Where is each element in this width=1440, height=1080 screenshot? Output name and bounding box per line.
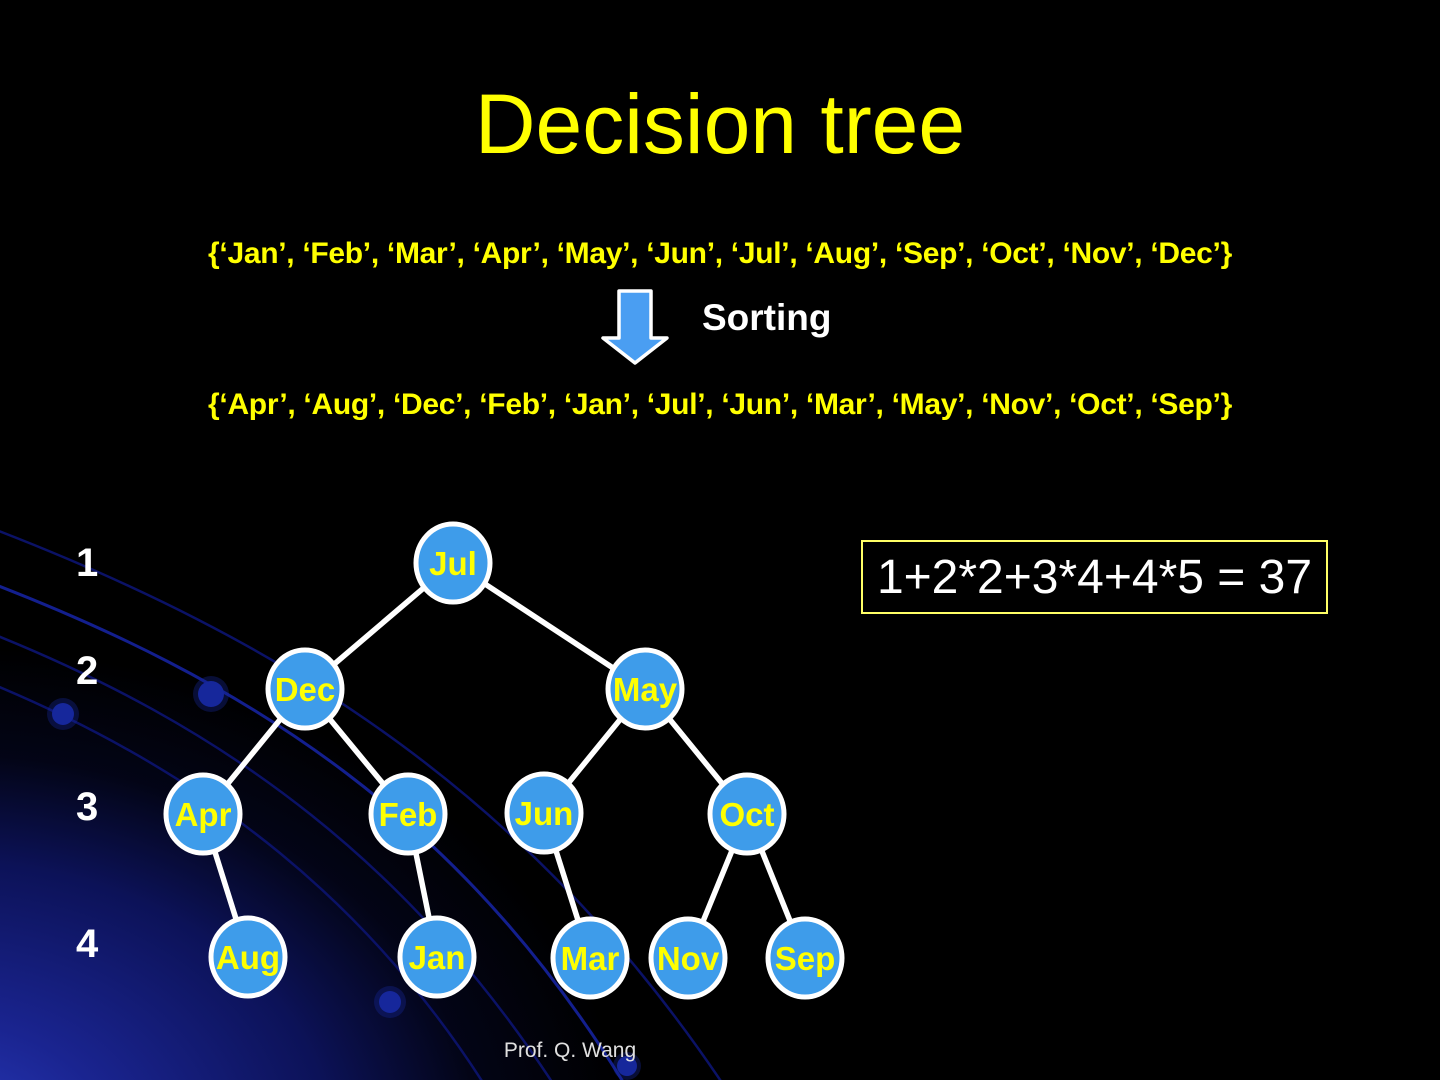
sorted-month-list: {‘Apr’, ‘Aug’, ‘Dec’, ‘Feb’, ‘Jan’, ‘Jul…	[208, 388, 1232, 421]
footer-author: Prof. Q. Wang	[503, 1039, 637, 1062]
tree-node-may: May	[605, 647, 685, 731]
tree-node-dec: Dec	[265, 647, 345, 731]
tree-node-jul: Jul	[413, 521, 493, 605]
tree-node-label: Jun	[515, 795, 574, 832]
tree-node-label: Mar	[561, 940, 620, 977]
tree-node-mar: Mar	[550, 916, 630, 1000]
tree-node-feb: Feb	[368, 772, 448, 856]
tree-node-label: Sep	[775, 940, 836, 977]
tree-node-label: Oct	[719, 796, 774, 833]
tree-node-label: Dec	[275, 671, 336, 708]
tree-node-label: Apr	[175, 796, 232, 833]
tree-node-label: Aug	[216, 939, 280, 976]
down-arrow-icon	[601, 289, 669, 365]
tree-node-label: Jan	[409, 939, 466, 976]
unsorted-month-list: {‘Jan’, ‘Feb’, ‘Mar’, ‘Apr’, ‘May’, ‘Jun…	[208, 237, 1232, 270]
down-arrow-shape	[601, 289, 669, 365]
tree-node-apr: Apr	[163, 772, 243, 856]
sorting-label: Sorting	[702, 297, 832, 338]
tree-node-aug: Aug	[208, 915, 288, 999]
tree-node-oct: Oct	[707, 772, 787, 856]
tree-node-jun: Jun	[504, 771, 584, 855]
tree-node-label: May	[613, 671, 678, 708]
comparison-formula: 1+2*2+3*4+4*5 = 37	[876, 550, 1313, 604]
level-label-1: 1	[76, 541, 99, 585]
slide-title: Decision tree	[474, 77, 966, 171]
tree-node-sep: Sep	[765, 916, 845, 1000]
tree-node-label: Nov	[657, 940, 720, 977]
level-label-2: 2	[76, 649, 99, 693]
tree-node-label: Feb	[379, 796, 438, 833]
level-label-3: 3	[76, 785, 99, 829]
tree-node-jan: Jan	[397, 915, 477, 999]
comparison-count-box: 1+2*2+3*4+4*5 = 37	[861, 540, 1328, 614]
tree-node-label: Jul	[429, 545, 477, 582]
tree-node-nov: Nov	[648, 916, 728, 1000]
level-label-4: 4	[76, 922, 99, 966]
